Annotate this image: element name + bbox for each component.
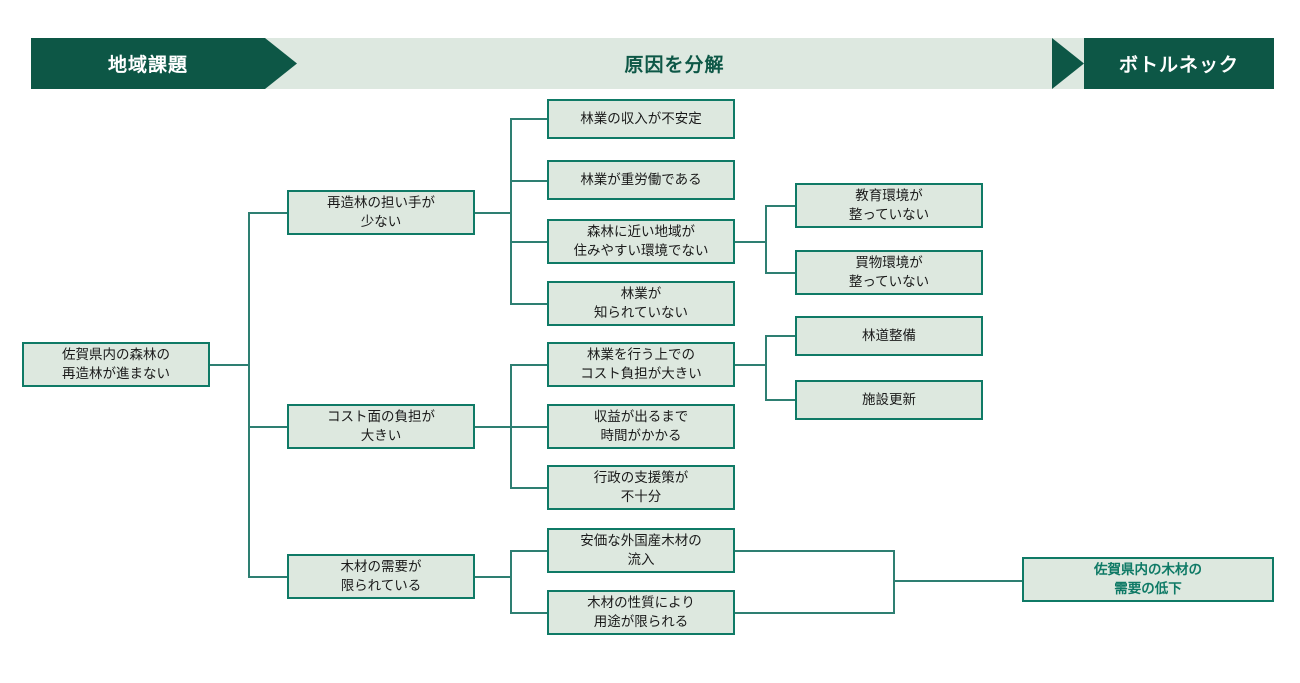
connector-l2-1-bus (510, 119, 512, 304)
node-level3-forest-area-livability[interactable]: 森林に近い地域が 住みやすい環境でない (547, 219, 735, 264)
connector-root-to-l2-1 (248, 212, 288, 214)
connector-l2-1-to-l3-3 (510, 241, 548, 243)
header-left-label: 地域課題 (107, 55, 188, 76)
node-level4-forest-road-development[interactable]: 林道整備 (795, 316, 983, 356)
node-level3-operating-cost[interactable]: 林業を行う上での コスト負担が大きい (547, 342, 735, 387)
node-level4-facility-renewal[interactable]: 施設更新 (795, 380, 983, 420)
connector-l3-env-to-l4-1 (765, 205, 797, 207)
node-level2-timber-demand[interactable]: 木材の需要が 限られている (287, 554, 475, 599)
connector-root-bus (248, 213, 250, 577)
header-right-label: ボトルネック (1118, 55, 1239, 76)
connector-l2-3-to-l3-1 (510, 550, 548, 552)
connector-root-to-l2-3 (248, 576, 288, 578)
connector-merge-top (733, 550, 895, 552)
node-root[interactable]: 佐賀県内の森林の 再造林が進まない (22, 342, 210, 387)
connector-l3-env-to-l4-2 (765, 272, 797, 274)
connector-l2-3-bus (510, 551, 512, 614)
connector-root-to-l2-2 (248, 426, 288, 428)
connector-l3-env-bus (765, 206, 767, 274)
node-level4-education-environment[interactable]: 教育環境が 整っていない (795, 183, 983, 228)
connector-root-stub (210, 364, 250, 366)
node-level2-reforestation-workers[interactable]: 再造林の担い手が 少ない (287, 190, 475, 235)
header-middle-label: 原因を分解 (624, 55, 725, 76)
node-level3-slow-returns[interactable]: 収益が出るまで 時間がかかる (547, 404, 735, 449)
connector-l3-cost-to-l4-1 (765, 335, 797, 337)
connector-l2-1-to-l3-2 (510, 180, 548, 182)
connector-merge-bottom (733, 612, 895, 614)
connector-l2-1-to-l3-1 (510, 118, 548, 120)
header-segment-local-issue: 地域課題 (31, 38, 265, 89)
connector-l2-3-stub (474, 576, 512, 578)
connector-l3-cost-bus (765, 336, 767, 400)
connector-l2-1-to-l3-4 (510, 303, 548, 305)
connector-l2-2-stub (474, 426, 512, 428)
connector-l2-3-to-l3-2 (510, 612, 548, 614)
node-level3-heavy-labor[interactable]: 林業が重労働である (547, 160, 735, 200)
connector-l3-cost-stub (733, 364, 767, 366)
header-band: 地域課題 原因を分解 ボトルネック (31, 38, 1274, 89)
header-segment-bottleneck: ボトルネック (1084, 38, 1274, 89)
connector-l2-2-to-l3-1 (510, 364, 548, 366)
header-segment-cause-breakdown: 原因を分解 (297, 38, 1052, 89)
node-level3-unstable-income[interactable]: 林業の収入が不安定 (547, 99, 735, 139)
connector-merge-to-bottleneck (893, 580, 1023, 582)
node-level2-cost-burden[interactable]: コスト面の負担が 大きい (287, 404, 475, 449)
connector-l2-2-to-l3-3 (510, 487, 548, 489)
connector-l2-2-to-l3-2 (510, 426, 548, 428)
node-bottleneck-timber-demand-decline[interactable]: 佐賀県内の木材の 需要の低下 (1022, 557, 1274, 602)
connector-l3-cost-to-l4-2 (765, 399, 797, 401)
connector-l3-env-stub (733, 241, 767, 243)
node-level3-forestry-unknown[interactable]: 林業が 知られていない (547, 281, 735, 326)
connector-merge-bus (893, 550, 895, 614)
connector-l2-1-stub (474, 212, 512, 214)
node-level3-cheap-imports[interactable]: 安価な外国産木材の 流入 (547, 528, 735, 573)
node-level4-shopping-environment[interactable]: 買物環境が 整っていない (795, 250, 983, 295)
node-level3-insufficient-support[interactable]: 行政の支援策が 不十分 (547, 465, 735, 510)
node-level3-material-properties[interactable]: 木材の性質により 用途が限られる (547, 590, 735, 635)
